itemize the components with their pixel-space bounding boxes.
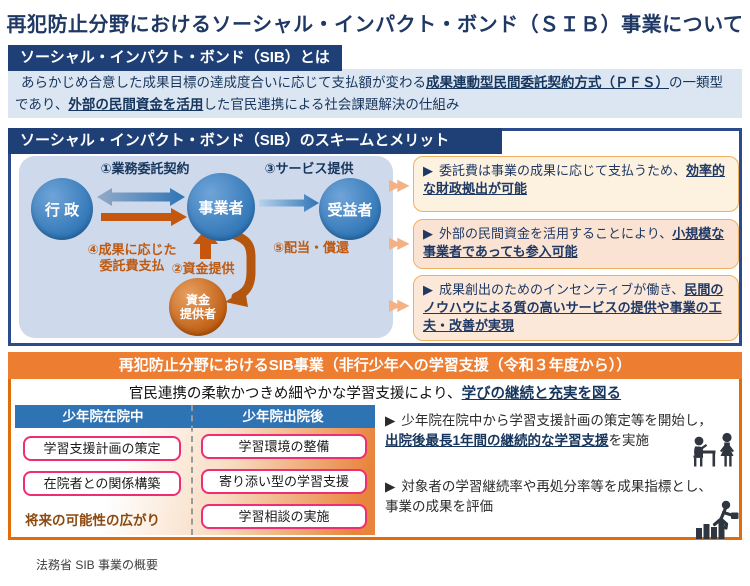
contract-arrow-icon [97, 188, 185, 206]
project-point-continuous-support: ▶ 少年院在院中から学習支援計画の策定等を開始し， 出院後最長1年間の継続的な学習支… [385, 411, 715, 452]
node-funder: 資金 提供者 [169, 278, 227, 336]
node-operator-label: 事業者 [198, 199, 244, 217]
project-point-outcome-evaluation: ▶対象者の学習継続率や再処分率等を成果指標とし、事業の成果を評価 [385, 477, 715, 518]
definition-text: の一類型であり、 [15, 75, 723, 112]
merit-em: 民間のノウハウによる質の高いサービスの提供や事業の工夫・改善が実現 [423, 282, 724, 333]
page-title: 再犯防止分野におけるソーシャル・インパクト・ボンド（ＳＩＢ）事業について [6, 14, 744, 36]
definition-em-funds: 外部の民間資金を活用 [68, 96, 204, 112]
merit-em: 効率的な財政拠出が可能 [423, 163, 726, 196]
definition-em-pfs: 成果連動型民間委託契約方式（ＰＦＳ） [426, 75, 669, 90]
bullet-icon: ▶ [423, 282, 433, 297]
definition-body: あらかじめ合意した成果目標の達成度合いに応じて支払額が変わる成果連動型民間委託契… [10, 72, 740, 115]
timeline-divider [191, 405, 193, 535]
future-possibility-note: 将来の可能性の広がり [25, 513, 160, 528]
flow-label-payment-line1: ④成果に応じた [87, 242, 177, 257]
progress-climb-icon [696, 500, 739, 539]
support-item: 学習環境の整備 [201, 434, 367, 459]
merit-text: 成果創出のためのインセンティブが働き、 [439, 282, 685, 297]
merit-em: 小規模な事業者であっても参入可能 [423, 226, 725, 259]
flow-label-service: ③サービス提供 [264, 161, 354, 176]
point-text: 少年院在院中から学習支援計画の策定等を開始し， [401, 413, 712, 428]
merit-text: 外部の民間資金を活用することにより、 [439, 226, 673, 241]
point-text: 対象者の学習継続率や再処分率等を成果指標とし、事業の成果を評価 [385, 479, 712, 515]
definition-text: あらかじめ合意した成果目標の達成度合いに応じて支払額が変わる [21, 75, 426, 90]
double-chevron-icon: ▶▶ [389, 297, 410, 314]
flow-label-funding: ②資金提供 [171, 261, 235, 276]
support-item: 寄り添い型の学習支援 [201, 469, 367, 494]
service-arrow-icon [259, 194, 319, 212]
double-chevron-icon: ▶▶ [389, 235, 410, 252]
subheadline-em: 学びの継続と充実を図る [461, 386, 622, 402]
merit-item-quality: ▶ 成果創出のためのインセンティブが働き、民間のノウハウによる質の高いサービスの提… [413, 275, 739, 341]
definition-header: ソーシャル・インパクト・ボンド（SIB）とは [8, 45, 342, 71]
flow-label-payment-line2: 委託費支払 [99, 258, 165, 274]
timeline-header-in-facility: 少年院在院中 [62, 409, 144, 424]
flow-label-payment: ④成果に応じた委託費支払 [71, 242, 193, 275]
support-timeline-panel: 少年院在院中 少年院出院後 学習支援計画の策定 在院者との関係構築 学習環境の整… [15, 405, 375, 535]
support-item: 学習相談の実施 [201, 504, 367, 529]
merit-item-small-operators: ▶ 外部の民間資金を活用することにより、小規模な事業者であっても参入可能 [413, 219, 739, 269]
node-government-label: 行 政 [44, 201, 80, 219]
scheme-section: ソーシャル・インパクト・ボンド（SIB）のスキームとメリット [8, 128, 742, 346]
scheme-diagram: 行 政 事業者 受益者 資金 提供者 ①業務委託契約 ③サービス提供 ④成果に応… [19, 156, 393, 338]
point-em: 出院後最長1年間の継続的な学習支援 [385, 433, 609, 449]
project-header: 再犯防止分野におけるSIB事業（非行少年への学習支援（令和３年度から）） [8, 352, 742, 379]
timeline-header: 少年院在院中 少年院出院後 [15, 405, 375, 428]
double-chevron-icon: ▶▶ [389, 177, 410, 194]
node-funder-label: 提供者 [179, 307, 216, 321]
point-text: を実施 [608, 433, 650, 449]
source-caption: 法務省 SIB 事業の概要 [36, 558, 159, 572]
tutoring-icon [693, 432, 734, 467]
flow-label-contract: ①業務委託契約 [100, 161, 190, 176]
project-section: 再犯防止分野におけるSIB事業（非行少年への学習支援（令和３年度から）） 官民連… [8, 352, 742, 540]
bullet-icon: ▶ [385, 479, 396, 494]
bullet-icon: ▶ [423, 163, 433, 178]
project-subheadline: 官民連携の柔軟かつきめ細やかな学習支援により、学びの継続と充実を図る [11, 382, 739, 403]
node-operator: 事業者 [187, 173, 255, 241]
node-government: 行 政 [31, 178, 93, 240]
bullet-icon: ▶ [423, 226, 433, 241]
timeline-header-after-release: 少年院出院後 [242, 409, 324, 424]
support-item: 学習支援計画の策定 [23, 436, 181, 461]
flow-label-dividend: ⑤配当・償還 [272, 240, 349, 255]
dividend-arrowhead-icon [225, 289, 248, 307]
node-beneficiary-label: 受益者 [327, 201, 373, 219]
definition-text: した官民連携による社会課題解決の仕組み [203, 96, 460, 112]
merit-text: 委託費は事業の成果に応じて支払うため、 [439, 163, 687, 178]
support-item: 在院者との関係構築 [23, 471, 181, 496]
node-funder-label: 資金 [185, 292, 210, 307]
payment-arrow-icon [101, 208, 187, 226]
subheadline-text: 官民連携の柔軟かつきめ細やかな学習支援により、 [128, 386, 462, 402]
merit-item-efficiency: ▶ 委託費は事業の成果に応じて支払うため、効率的な財政拠出が可能 [413, 156, 739, 212]
scheme-header: ソーシャル・インパクト・ボンド（SIB）のスキームとメリット [8, 128, 502, 154]
definition-background [8, 69, 742, 118]
node-beneficiary: 受益者 [319, 178, 381, 240]
bullet-icon: ▶ [385, 413, 396, 428]
